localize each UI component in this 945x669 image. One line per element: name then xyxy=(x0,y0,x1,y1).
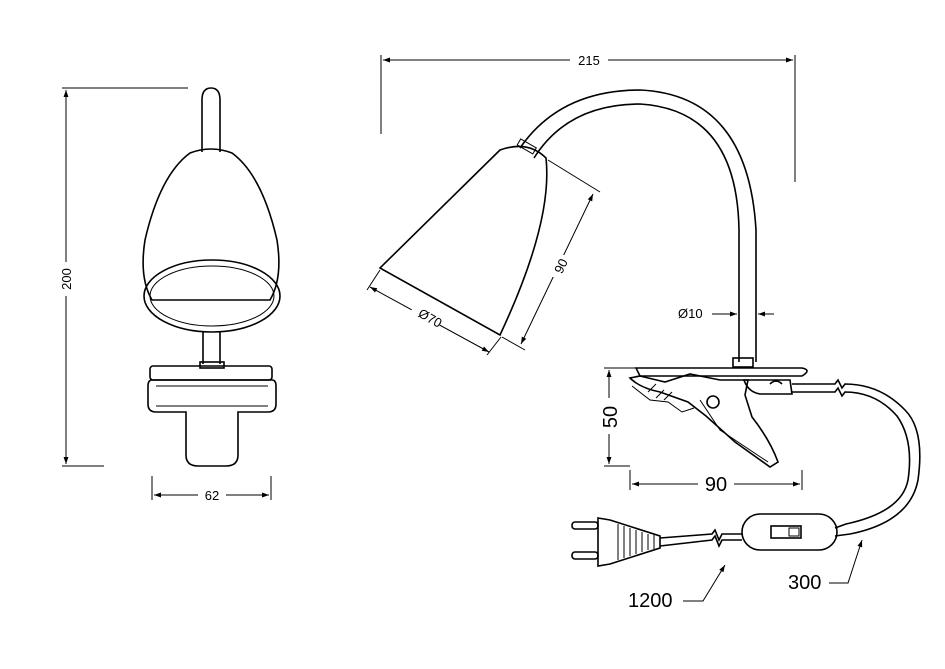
front-view: 200 62 xyxy=(58,87,281,503)
dim-total-width-label: 215 xyxy=(578,53,600,68)
front-shade-rim-inner xyxy=(149,265,275,327)
dim-clamp-height-50: 50 xyxy=(600,367,636,467)
side-clamp xyxy=(628,367,808,468)
side-view: 215 90 Ø70 Ø10 xyxy=(366,52,921,612)
dim-shade-length-90: 90 xyxy=(501,159,601,351)
front-shade-rim-outer xyxy=(143,259,281,333)
dim-shade-diameter: Ø70 xyxy=(366,269,502,356)
inline-switch xyxy=(741,513,838,551)
dim-switch-distance-300: 300 xyxy=(788,539,863,594)
dim-clamp-height-label: 50 xyxy=(600,406,622,428)
front-shade xyxy=(142,148,280,301)
dim-switch-distance-label: 300 xyxy=(788,572,821,594)
euro-plug xyxy=(571,517,661,567)
dim-arm-diameter-label: Ø10 xyxy=(678,306,703,321)
dim-height-label: 200 xyxy=(59,268,74,290)
dim-cable-length-label: 1200 xyxy=(628,590,673,612)
dim-shade-length-label: 90 xyxy=(551,256,571,276)
side-gooseneck-arm xyxy=(519,89,757,362)
dim-total-width-215: 215 xyxy=(380,52,796,182)
dim-cable-length-1200: 1200 xyxy=(628,564,726,612)
front-stem-collar xyxy=(199,361,225,369)
dim-arm-diameter: Ø10 xyxy=(678,306,774,321)
side-power-cable xyxy=(792,378,921,537)
front-clamp-body xyxy=(147,379,277,467)
front-lower-stem xyxy=(202,332,221,364)
side-arm-collar xyxy=(732,357,754,368)
dim-clamp-width-label: 90 xyxy=(705,474,727,496)
dim-width-62: 62 xyxy=(151,476,272,503)
dim-height-200: 200 xyxy=(58,87,188,467)
side-shade xyxy=(378,145,548,337)
dim-clamp-width-90: 90 xyxy=(629,470,803,496)
front-arm xyxy=(201,87,221,152)
dim-width-front-label: 62 xyxy=(205,488,219,503)
